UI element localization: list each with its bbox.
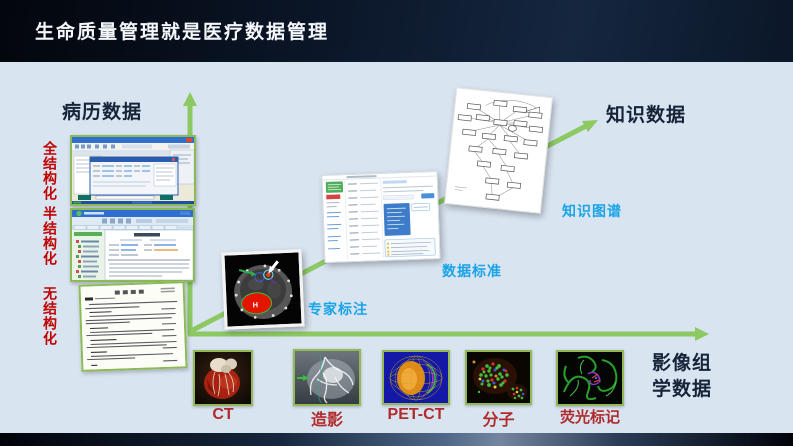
fluorescent-label-image — [556, 350, 624, 406]
category-fully-structured: 全结构化 — [42, 141, 58, 201]
x-axis-arrowhead — [695, 327, 709, 341]
label-expert-annotation: 专家标注 — [308, 301, 368, 317]
x-axis-title-line1: 影像组 — [652, 353, 713, 374]
tumor-marker-label: H — [252, 300, 258, 309]
label-knowledge-graph: 知识图谱 — [562, 203, 622, 219]
angiography-art — [295, 351, 359, 404]
angiography-image — [293, 349, 361, 406]
category-semi-structured: 半结构化 — [42, 206, 58, 266]
x-axis-title-line2: 学数据 — [652, 379, 713, 400]
emr-web-screenshot — [70, 208, 195, 282]
diagonal-end-title: 知识数据 — [606, 105, 687, 126]
emr-web-image — [72, 210, 193, 280]
label-fluorescent: 荧光标记 — [559, 409, 620, 426]
ct-heart-art — [195, 352, 251, 404]
emr-desktop-screenshot — [70, 135, 196, 206]
y-axis-arrowhead — [183, 92, 197, 106]
x-axis-title: 影像组 学数据 — [652, 351, 712, 403]
y-axis-title: 病历数据 — [62, 102, 143, 123]
label-pet-ct: PET-CT — [387, 406, 445, 423]
pet-ct-image — [382, 350, 450, 405]
molecule-art — [467, 352, 530, 403]
pet-ct-art — [384, 352, 448, 403]
diagonal-arrowhead — [582, 120, 598, 132]
data-standard-image — [322, 172, 440, 262]
annotated-ct-slice: H — [224, 252, 302, 327]
scanned-record-image — [80, 283, 186, 370]
knowledge-graph-image — [445, 88, 550, 211]
label-ct: CT — [212, 406, 234, 423]
label-data-standard: 数据标准 — [442, 263, 502, 279]
slide-footer-bar — [0, 433, 793, 446]
data-standard-screenshot — [321, 171, 441, 263]
emr-desktop-image — [72, 137, 194, 204]
ct-heart-image — [193, 350, 253, 406]
slide-title: 生命质量管理就是医疗数据管理 — [35, 22, 330, 43]
molecule-image — [465, 350, 532, 405]
expert-annotation-ct-image: H — [221, 249, 305, 330]
slide-header-bar: 生命质量管理就是医疗数据管理 — [0, 0, 793, 62]
label-angiography: 造影 — [310, 412, 343, 429]
fluorescent-label-art — [558, 352, 622, 404]
label-molecule: 分子 — [482, 412, 515, 429]
category-unstructured: 无结构化 — [42, 286, 58, 346]
knowledge-graph-screenshot — [444, 87, 553, 214]
scanned-record-screenshot — [78, 281, 188, 372]
